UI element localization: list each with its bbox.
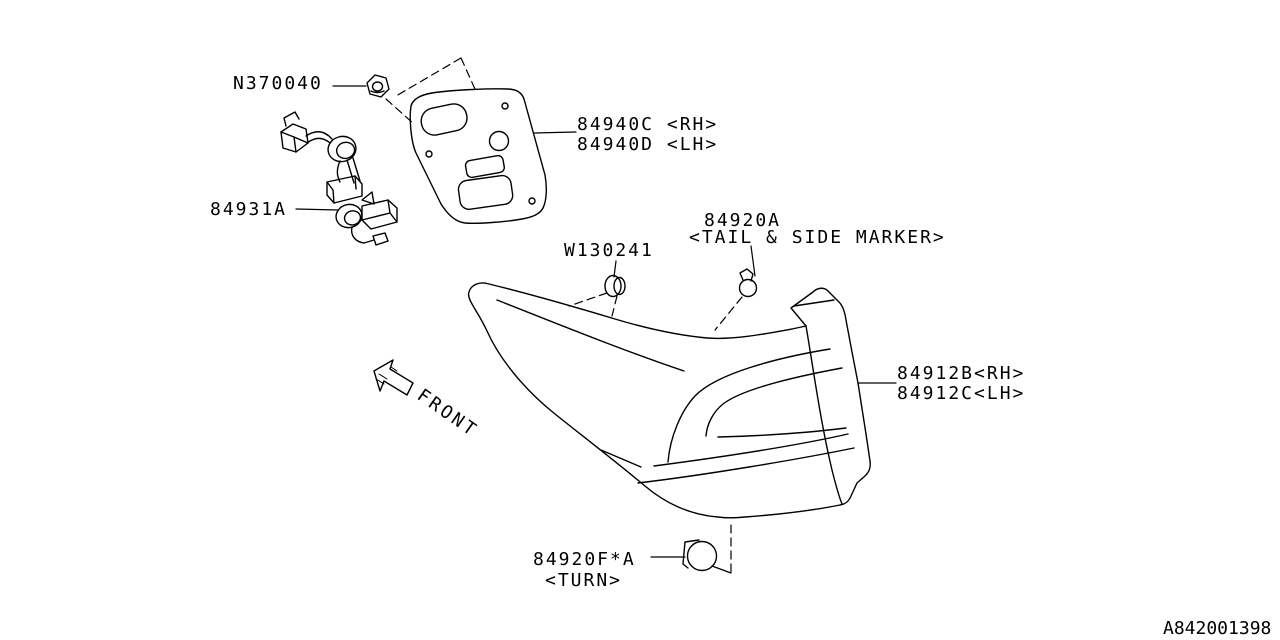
lamp-lens-mid-line [717, 427, 847, 438]
tail-lamp-assembly-drawing [467, 282, 871, 519]
part-labels: N370040 84940C <RH> 84940D <LH> 84931A W… [210, 73, 1271, 639]
grommet-drawing [604, 274, 626, 298]
lamp-lens-band-lower [637, 447, 855, 484]
label-tail-side-marker-desc: <TAIL & SIDE MARKER> [689, 227, 946, 248]
front-arrow-icon [373, 359, 414, 396]
alignment-dashed-lines [385, 57, 743, 573]
label-lamp-rh: 84912B<RH> [897, 363, 1025, 384]
front-direction-label: FRONT [413, 385, 482, 442]
gasket-large-rect-cutout [457, 174, 514, 211]
lamp-top-contour [496, 299, 685, 372]
label-nut-part-number: N370040 [233, 73, 323, 94]
lamp-lens-band-upper [653, 433, 849, 467]
label-socket-harness: 84931A [210, 199, 287, 220]
label-turn-bulb-part: 84920F*A [533, 549, 636, 570]
label-turn-bulb-desc: <TURN> [545, 570, 622, 591]
leader-lines [295, 85, 897, 574]
turn-bulb-drawing [682, 539, 718, 572]
gasket-oval-cutout [420, 103, 468, 136]
gasket-panel-drawing [409, 88, 548, 224]
label-packing-lh: 84940D <LH> [577, 134, 718, 155]
lamp-lens-hook-inner [705, 367, 843, 437]
lamp-bracket-inner-edge [805, 325, 843, 505]
diagram-id: A842001398 [1163, 618, 1271, 639]
gasket-circle-cutout [488, 130, 510, 152]
gasket-small-rect-cutout [464, 154, 506, 179]
label-tail-side-marker-part: 84920A [704, 210, 781, 231]
flange-nut-drawing [366, 74, 390, 98]
label-clip: W130241 [564, 240, 654, 261]
lamp-lens-band-tail [600, 449, 642, 468]
lamp-bracket-tab-line [793, 299, 835, 307]
lamp-lens-hook-outer [667, 348, 831, 463]
socket-harness-drawing [280, 111, 398, 246]
label-packing-rh: 84940C <RH> [577, 114, 718, 135]
tail-side-marker-bulb-drawing [738, 268, 758, 298]
gasket-hole [425, 150, 433, 158]
label-lamp-lh: 84912C<LH> [897, 383, 1025, 404]
gasket-hole [501, 102, 509, 110]
gasket-hole [528, 197, 536, 205]
